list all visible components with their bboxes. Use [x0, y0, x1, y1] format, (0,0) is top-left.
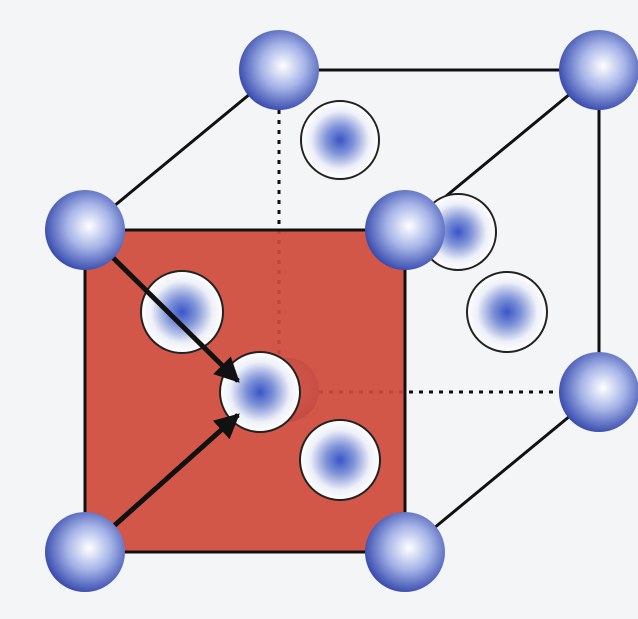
top-face-atom — [300, 100, 380, 180]
front-face-atoms — [140, 270, 381, 501]
corner-atoms — [45, 30, 638, 592]
back-edges — [84, 68, 601, 554]
corner-atom-back-top-left — [239, 30, 319, 110]
front-edges — [85, 228, 407, 552]
left-face-atom — [140, 270, 224, 354]
corner-atom-front-top-left — [45, 190, 125, 270]
right-face-atom — [466, 271, 548, 353]
corner-atom-front-bottom-left — [45, 512, 125, 592]
corner-atom-back-top-right — [559, 30, 638, 110]
corner-atom-front-bottom-right — [365, 512, 445, 592]
bottom-face-atom — [299, 419, 381, 501]
corner-atom-back-bottom-right — [559, 352, 638, 432]
edge-bottom-right-diag — [404, 390, 600, 554]
corner-atom-front-top-right — [365, 190, 445, 270]
edge-top-left-diag — [84, 68, 280, 232]
front-face-center-atom — [219, 351, 301, 433]
